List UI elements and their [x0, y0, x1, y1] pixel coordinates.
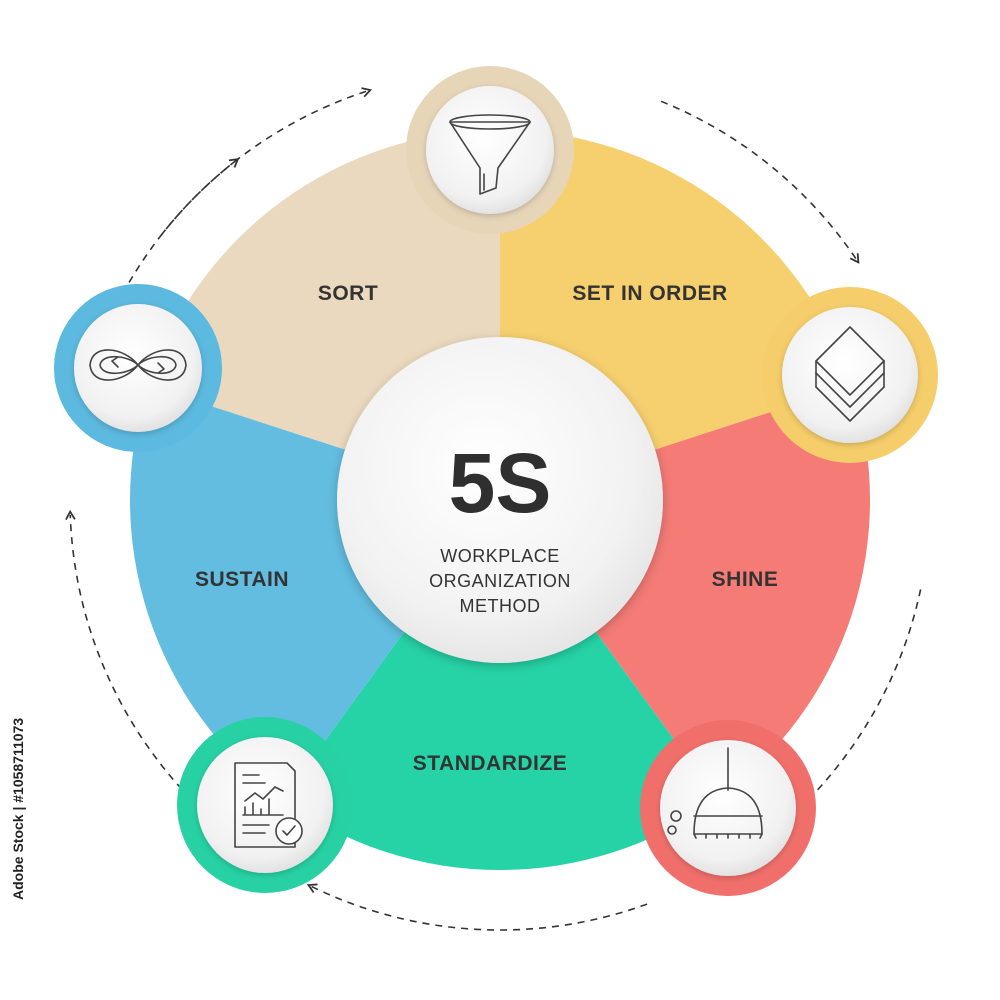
segment-label-shine: SHINE — [712, 568, 779, 591]
icon-badges — [54, 66, 938, 896]
broom-icon — [667, 747, 763, 839]
layers-icon — [815, 326, 885, 422]
segment-label-sustain: SUSTAIN — [195, 568, 289, 591]
badge-set-in-order — [782, 307, 918, 443]
badge-sort — [426, 86, 554, 214]
segment-label-standardize: STANDARDIZE — [413, 752, 567, 775]
center-subtitle-line-2: ORGANIZATION — [429, 571, 571, 591]
stock-id-text: Adobe Stock | #1058711073 — [6, 718, 30, 960]
report-check-icon — [234, 762, 303, 848]
infinity-icon — [89, 349, 187, 381]
center-subtitle-line-3: METHOD — [460, 596, 541, 616]
segment-label-sort: SORT — [318, 282, 378, 305]
segment-standardize — [282, 500, 718, 871]
cycle-arrow — [160, 87, 373, 236]
badge-sustain — [74, 304, 202, 432]
cycle-arrow — [65, 509, 192, 800]
badge-standardize — [197, 737, 333, 873]
cycle-arrow — [660, 100, 860, 264]
stock-id-label: Adobe Stock | #1058711073 — [10, 717, 26, 900]
cycle-arrow — [306, 883, 648, 931]
center-title: 5S — [449, 436, 552, 530]
badge-shine — [660, 740, 796, 876]
segment-label-set-in-order: SET IN ORDER — [572, 282, 727, 305]
center-hub — [337, 337, 663, 663]
funnel-icon — [449, 114, 531, 195]
center-subtitle-line-1: WORKPLACE — [440, 546, 560, 566]
